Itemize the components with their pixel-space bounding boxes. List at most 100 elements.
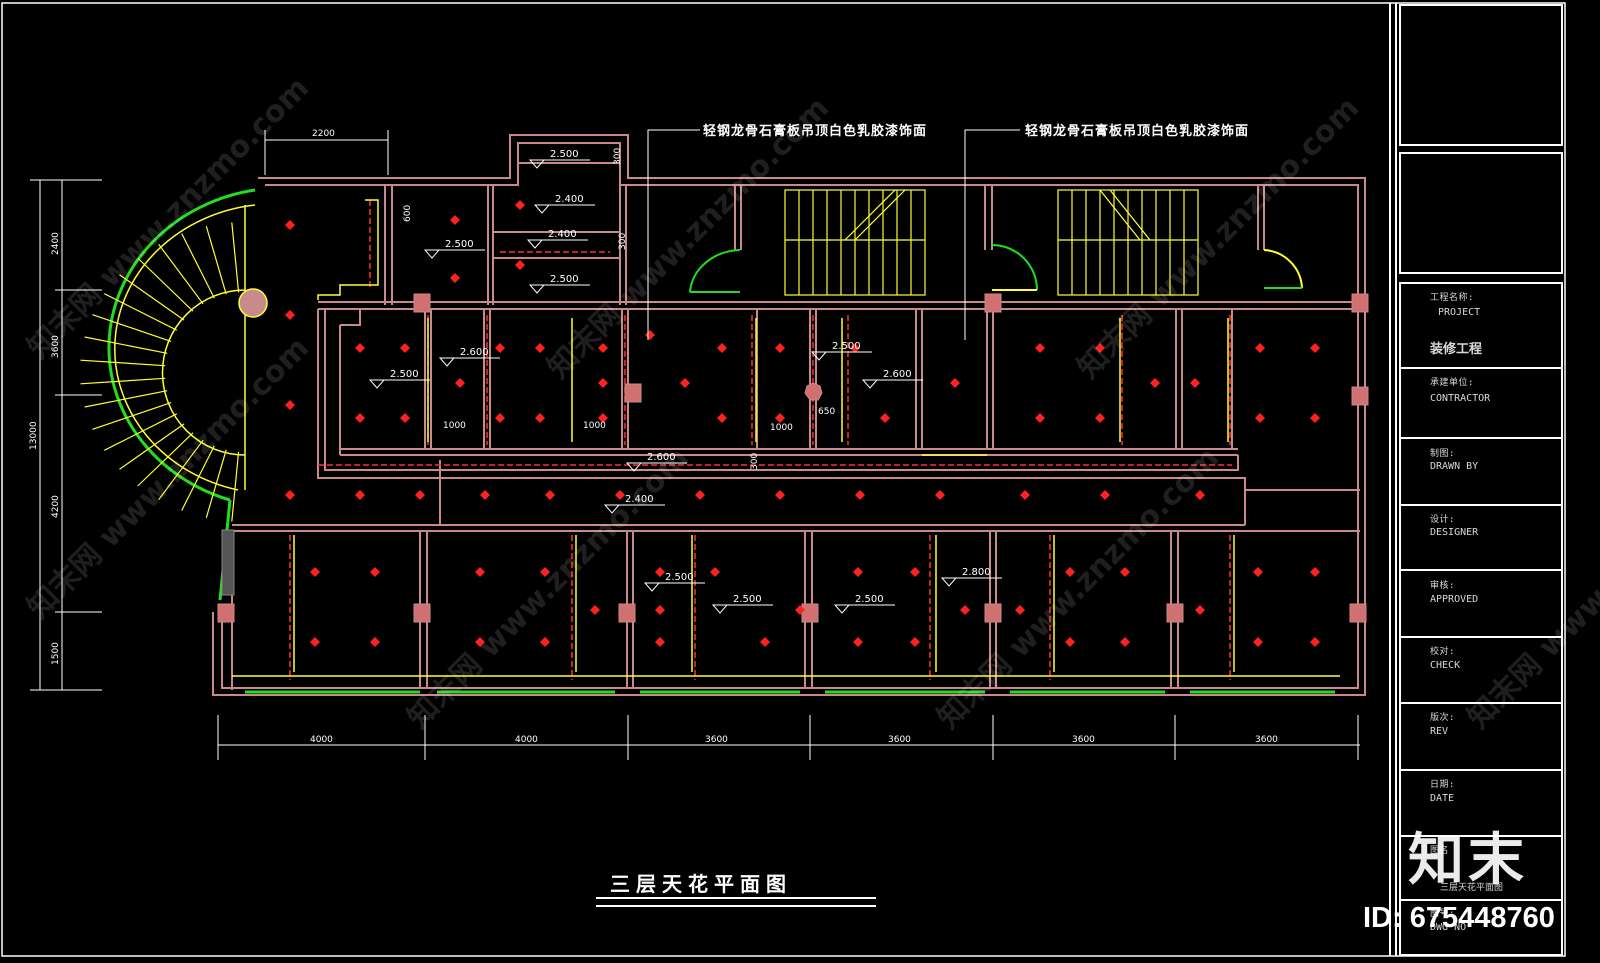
dim-left-4: 1500 <box>51 642 61 665</box>
spiral-tread <box>80 377 166 385</box>
tb-check-label: 校对: <box>1430 647 1455 657</box>
tb-dwg-name-label: 图名 <box>1430 846 1450 856</box>
tb-designer-label: 设计: <box>1430 515 1455 525</box>
height-label: 2.400 <box>548 229 577 240</box>
downlight <box>370 567 380 577</box>
downlight <box>598 378 608 388</box>
height-marker: 2.500 <box>528 274 590 294</box>
tb-dwg-no-en: DWG NO <box>1430 922 1467 933</box>
svg-text:知末网 www.znzmo.com: 知末网 www.znzmo.com <box>1461 441 1600 736</box>
tb-designer-en: DESIGNER <box>1430 527 1479 538</box>
downlight <box>598 343 608 353</box>
building-walls <box>212 134 1366 696</box>
downlight <box>655 605 665 615</box>
downlight <box>285 310 295 320</box>
downlight <box>1310 413 1320 423</box>
downlight <box>495 413 505 423</box>
downlight <box>680 378 690 388</box>
dim-bottom-1: 4000 <box>310 735 333 745</box>
spiral-tread <box>181 233 215 299</box>
downlight <box>455 378 465 388</box>
height-label: 2.500 <box>550 274 579 285</box>
tb-project-name: 装修工程 <box>1430 342 1483 357</box>
height-label: 2.400 <box>555 194 584 205</box>
tb-contractor-en: CONTRACTOR <box>1430 393 1491 404</box>
downlight <box>540 567 550 577</box>
downlight <box>717 343 727 353</box>
downlight <box>935 490 945 500</box>
column <box>413 293 431 313</box>
tb-approved-en: APPROVED <box>1430 594 1479 605</box>
dim-left-1: 2400 <box>51 232 61 255</box>
column <box>217 603 235 623</box>
spiral-tread <box>137 432 194 487</box>
height-marker: 2.600 <box>861 369 923 389</box>
downlight <box>775 343 785 353</box>
downlight <box>515 260 525 270</box>
dim-small-2: 1000 <box>583 421 606 431</box>
downlight <box>1310 343 1320 353</box>
plan-title: 三层天花平面图 <box>610 872 792 896</box>
downlight <box>1035 343 1045 353</box>
spiral-tread <box>84 390 168 408</box>
downlight <box>850 343 860 353</box>
svg-text:知末网 www.znzmo.com: 知末网 www.znzmo.com <box>21 331 316 626</box>
ceiling-trim-lines <box>232 199 1340 677</box>
downlight <box>853 637 863 647</box>
column <box>804 382 823 401</box>
downlight <box>910 567 920 577</box>
spiral-tread <box>119 274 185 321</box>
column <box>984 293 1002 313</box>
height-label: 2.500 <box>390 369 419 380</box>
tb-dwg-no-label: 图号: <box>1430 909 1455 919</box>
downlight <box>1310 567 1320 577</box>
downlight <box>1020 490 1030 500</box>
drawing-frame <box>1 2 1566 957</box>
structural-columns <box>217 293 1369 623</box>
downlight <box>1195 605 1205 615</box>
spiral-tread <box>231 222 240 293</box>
dim-bottom-3: 3600 <box>705 735 728 745</box>
height-marker: 2.800 <box>940 567 1002 587</box>
dim-small-1: 1000 <box>443 421 466 431</box>
downlight <box>1120 567 1130 577</box>
dim-bottom-2: 4000 <box>515 735 538 745</box>
dim-small-6: 300 <box>618 233 628 250</box>
downlight <box>1195 490 1205 500</box>
downlight <box>540 637 550 647</box>
spiral-tread <box>137 257 194 312</box>
downlight <box>1100 490 1110 500</box>
title-block-frame <box>1389 3 1563 956</box>
watermark-brand: 知末 <box>1408 828 1528 893</box>
height-label: 2.500 <box>550 149 579 160</box>
height-marker: 2.500 <box>528 149 590 169</box>
spiral-tread <box>92 402 172 430</box>
downlight <box>1253 567 1263 577</box>
height-label: 2.600 <box>647 452 676 463</box>
spiral-tread <box>205 449 227 518</box>
height-label: 2.500 <box>855 594 884 605</box>
downlight <box>1253 637 1263 647</box>
column <box>1351 386 1369 406</box>
ceiling-note-1: 轻钢龙骨石膏板吊顶白色乳胶漆饰面 <box>703 124 928 139</box>
spiral-tread <box>92 314 172 342</box>
tb-approved-label: 审核: <box>1430 581 1455 591</box>
dimension-texts: 2200 4000 4000 3600 3600 3600 3600 2400 … <box>29 129 1278 745</box>
downlight <box>535 343 545 353</box>
dim-bottom-6: 3600 <box>1255 735 1278 745</box>
downlight <box>760 637 770 647</box>
downlight <box>285 490 295 500</box>
ceiling-height-markers: 2.500 2.400 2.500 2.400 2.500 2.500 2.600 2.600… <box>368 149 1002 614</box>
height-marker: 2.500 <box>368 369 430 389</box>
column <box>984 603 1002 623</box>
downlight <box>775 413 785 423</box>
height-label: 2.400 <box>625 494 654 505</box>
spiral-tread <box>181 445 215 511</box>
tb-drawn-en: DRAWN BY <box>1430 461 1479 472</box>
downlight <box>615 490 625 500</box>
downlight <box>1065 637 1075 647</box>
dim-top: 2200 <box>312 129 335 139</box>
tb-date-en: DATE <box>1430 793 1455 804</box>
height-label: 2.500 <box>665 572 694 583</box>
spiral-stair <box>80 188 256 601</box>
